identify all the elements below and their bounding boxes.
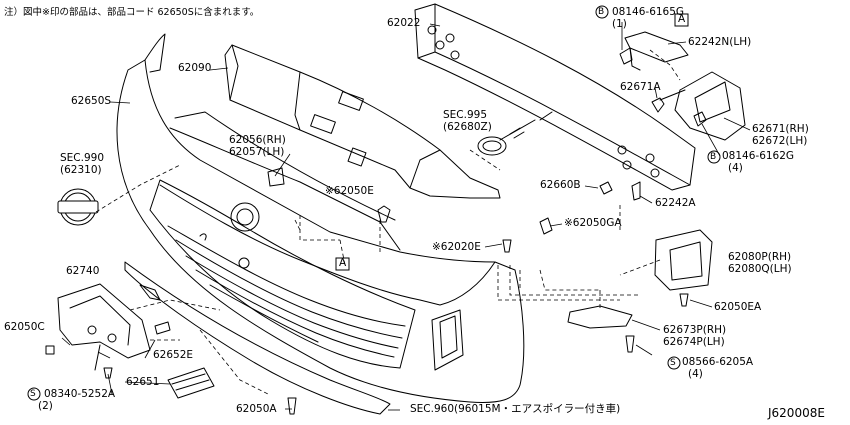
- part-label-62671a: 62671A: [620, 81, 661, 93]
- circle-s-letter: S: [30, 389, 36, 399]
- circle-s-symbol: [667, 356, 681, 370]
- nissan-emblem: [57, 188, 99, 226]
- part-qty-08340: (2): [38, 400, 53, 412]
- part-label-08340-5252a: 08340-5252A: [44, 388, 116, 400]
- ref-letter-a-bottom: A: [339, 257, 347, 269]
- part-qty-08146-6162g: (4): [728, 162, 743, 174]
- circle-s-symbol: [27, 387, 41, 401]
- part-label-62650s: 62650S: [71, 95, 112, 107]
- part-label-62050ga: ※62050GA: [564, 217, 622, 229]
- section-label-960: SEC.960(96015M・エアスポイラー付き車): [410, 403, 621, 415]
- part-label-62672: 62672(LH): [752, 135, 808, 147]
- part-label-62057: 62057(LH): [229, 146, 285, 158]
- circle-b-letter: B: [710, 152, 717, 162]
- part-label-62080p: 62080P(RH): [728, 251, 792, 263]
- bumper-fascia: [116, 33, 525, 403]
- circle-b-symbol: [707, 150, 721, 164]
- license-bracket: [45, 283, 151, 371]
- energy-absorber: [224, 44, 501, 199]
- fasteners: [103, 47, 707, 415]
- diagram-note: 注）図中※印の部品は、部品コード 62650Sに含まれます。: [4, 7, 260, 18]
- part-label-08146-6162g: 08146-6162G: [722, 150, 795, 162]
- circle-s-letter: S: [670, 358, 676, 368]
- part-label-62050ea: 62050EA: [714, 301, 762, 313]
- part-label-62022: 62022: [387, 17, 421, 29]
- diagram-code: J620008E: [768, 406, 825, 420]
- part-label-08566-6205a: 08566-6205A: [682, 356, 754, 368]
- part-label-62242n: 62242N(LH): [688, 36, 752, 48]
- part-label-62242a: 62242A: [655, 197, 696, 209]
- part-label-62020e: ※62020E: [432, 241, 481, 253]
- part-qty-08566: (4): [688, 368, 703, 380]
- ref-box-a-top: [674, 13, 689, 27]
- section-sub-62310: (62310): [60, 164, 102, 176]
- part-label-62651: 62651: [126, 376, 160, 388]
- part-label-62050e: ※62050E: [325, 185, 374, 197]
- circle-b-letter: B: [598, 7, 605, 17]
- part-label-62050c: 62050C: [4, 321, 45, 333]
- part-label-62671: 62671(RH): [752, 123, 809, 135]
- undertray-cover: [167, 367, 215, 399]
- lower-spoiler: [124, 261, 391, 415]
- section-label-990: SEC.990: [60, 152, 105, 164]
- part-label-62080q: 62080Q(LH): [728, 263, 792, 275]
- part-label-62050a: 62050A: [236, 403, 277, 415]
- ref-letter-a-top: A: [678, 13, 686, 25]
- part-label-62090: 62090: [178, 62, 212, 74]
- part-label-62740: 62740: [66, 265, 100, 277]
- tow-hook: [477, 119, 536, 156]
- part-label-62674p: 62674P(LH): [663, 336, 725, 348]
- bumper-reinforcement: [414, 3, 696, 191]
- section-sub-62680z: (62680Z): [443, 121, 492, 133]
- section-label-995: SEC.995: [443, 109, 488, 121]
- ref-box-a-bottom: [335, 257, 350, 271]
- part-label-08146-6165g: 08146-6165G: [612, 6, 685, 18]
- part-label-62660b: 62660B: [540, 179, 581, 191]
- part-label-62056: 62056(RH): [229, 134, 286, 146]
- circle-b-symbol: [595, 5, 609, 19]
- part-label-62673p: 62673P(RH): [663, 324, 727, 336]
- part-label-62652e: 62652E: [153, 349, 194, 361]
- part-qty-08146-6165g: (1): [612, 18, 627, 30]
- side-stays: [567, 31, 746, 329]
